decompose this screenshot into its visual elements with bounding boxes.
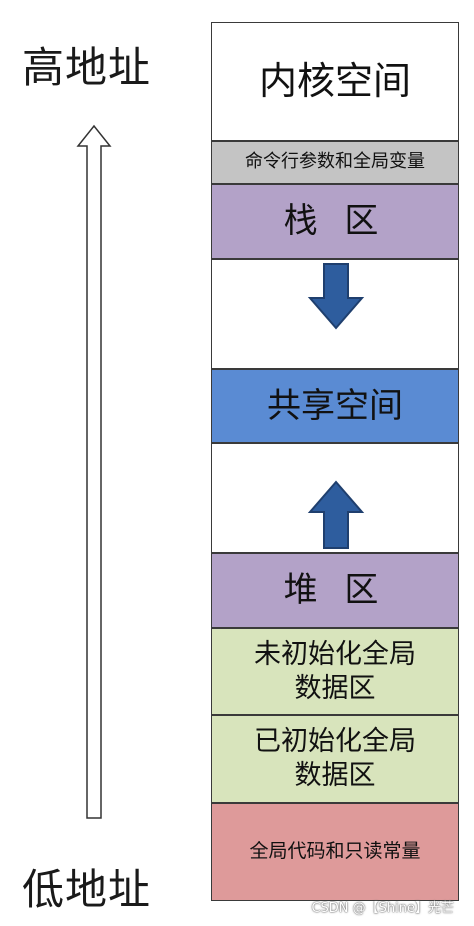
shared-space-segment: 共享空间	[211, 369, 459, 443]
stack-growth-down-arrow-icon	[307, 263, 365, 330]
shared-space-label: 共享空间	[267, 385, 403, 426]
stack-segment: 栈 区	[211, 184, 459, 259]
cmdline-args-segment: 命令行参数和全局变量	[211, 141, 459, 184]
data-segment: 已初始化全局 数据区	[211, 715, 459, 803]
stack-label: 栈 区	[283, 201, 387, 242]
address-up-arrow-icon	[76, 124, 112, 819]
low-address-label: 低地址	[22, 865, 152, 914]
bss-label: 未初始化全局 数据区	[254, 638, 416, 704]
data-label: 已初始化全局 数据区	[254, 726, 416, 791]
kernel-space-label: 内核空间	[258, 58, 411, 103]
heap-label: 堆 区	[283, 570, 387, 611]
heap-growth-up-arrow-icon	[307, 480, 365, 549]
memory-stack: 内核空间 命令行参数和全局变量 栈 区 共享空间 堆 区 未初始化全局 数据区 …	[211, 22, 461, 902]
kernel-space-segment: 内核空间	[211, 22, 459, 141]
text-label: 全局代码和只读常量	[249, 840, 421, 863]
heap-segment: 堆 区	[211, 553, 459, 628]
cmdline-args-label: 命令行参数和全局变量	[245, 151, 425, 173]
high-address-label: 高地址	[22, 43, 152, 92]
watermark: CSDN @【Shine】光芒	[311, 901, 454, 916]
bss-segment: 未初始化全局 数据区	[211, 628, 459, 715]
text-segment: 全局代码和只读常量	[211, 803, 459, 901]
